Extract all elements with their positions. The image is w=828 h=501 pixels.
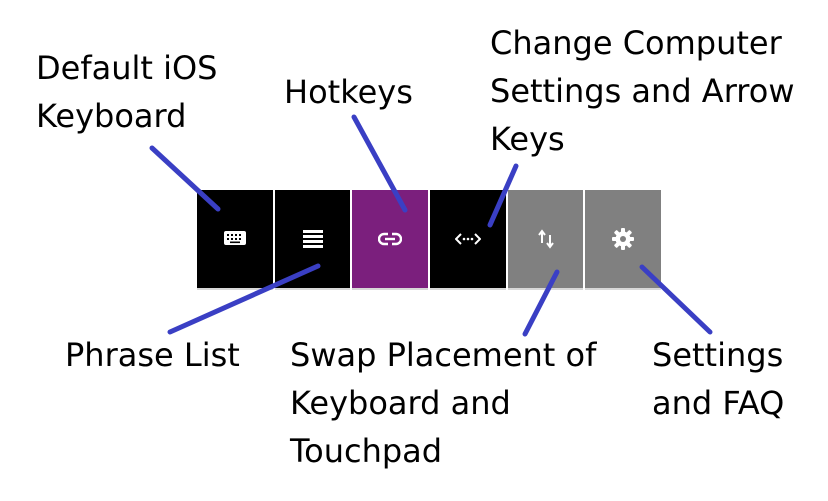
label-settings-faq: Settings and FAQ: [652, 336, 785, 422]
swap-placement-button[interactable]: [507, 190, 584, 290]
phrase-list-button[interactable]: [274, 190, 351, 290]
code-arrows-icon: [454, 233, 481, 245]
settings-button[interactable]: [585, 190, 662, 290]
swap-vertical-icon: [537, 229, 554, 249]
label-change-computer-settings: Change Computer Settings and Arrow Keys: [490, 24, 795, 158]
hotkeys-button[interactable]: [352, 190, 429, 290]
arrow-keys-button[interactable]: [430, 190, 506, 290]
label-hotkeys: Hotkeys: [284, 73, 413, 111]
keyboard-icon: [223, 231, 246, 245]
list-icon: [302, 230, 323, 248]
keyboard-button[interactable]: [197, 190, 273, 290]
label-default-ios-keyboard: Default iOS Keyboard: [36, 49, 218, 135]
toolbar: [197, 190, 662, 290]
label-swap-placement: Swap Placement of Keyboard and Touchpad: [290, 336, 597, 470]
label-phrase-list: Phrase List: [65, 336, 240, 374]
gear-icon: [612, 228, 635, 250]
link-icon: [378, 232, 403, 246]
